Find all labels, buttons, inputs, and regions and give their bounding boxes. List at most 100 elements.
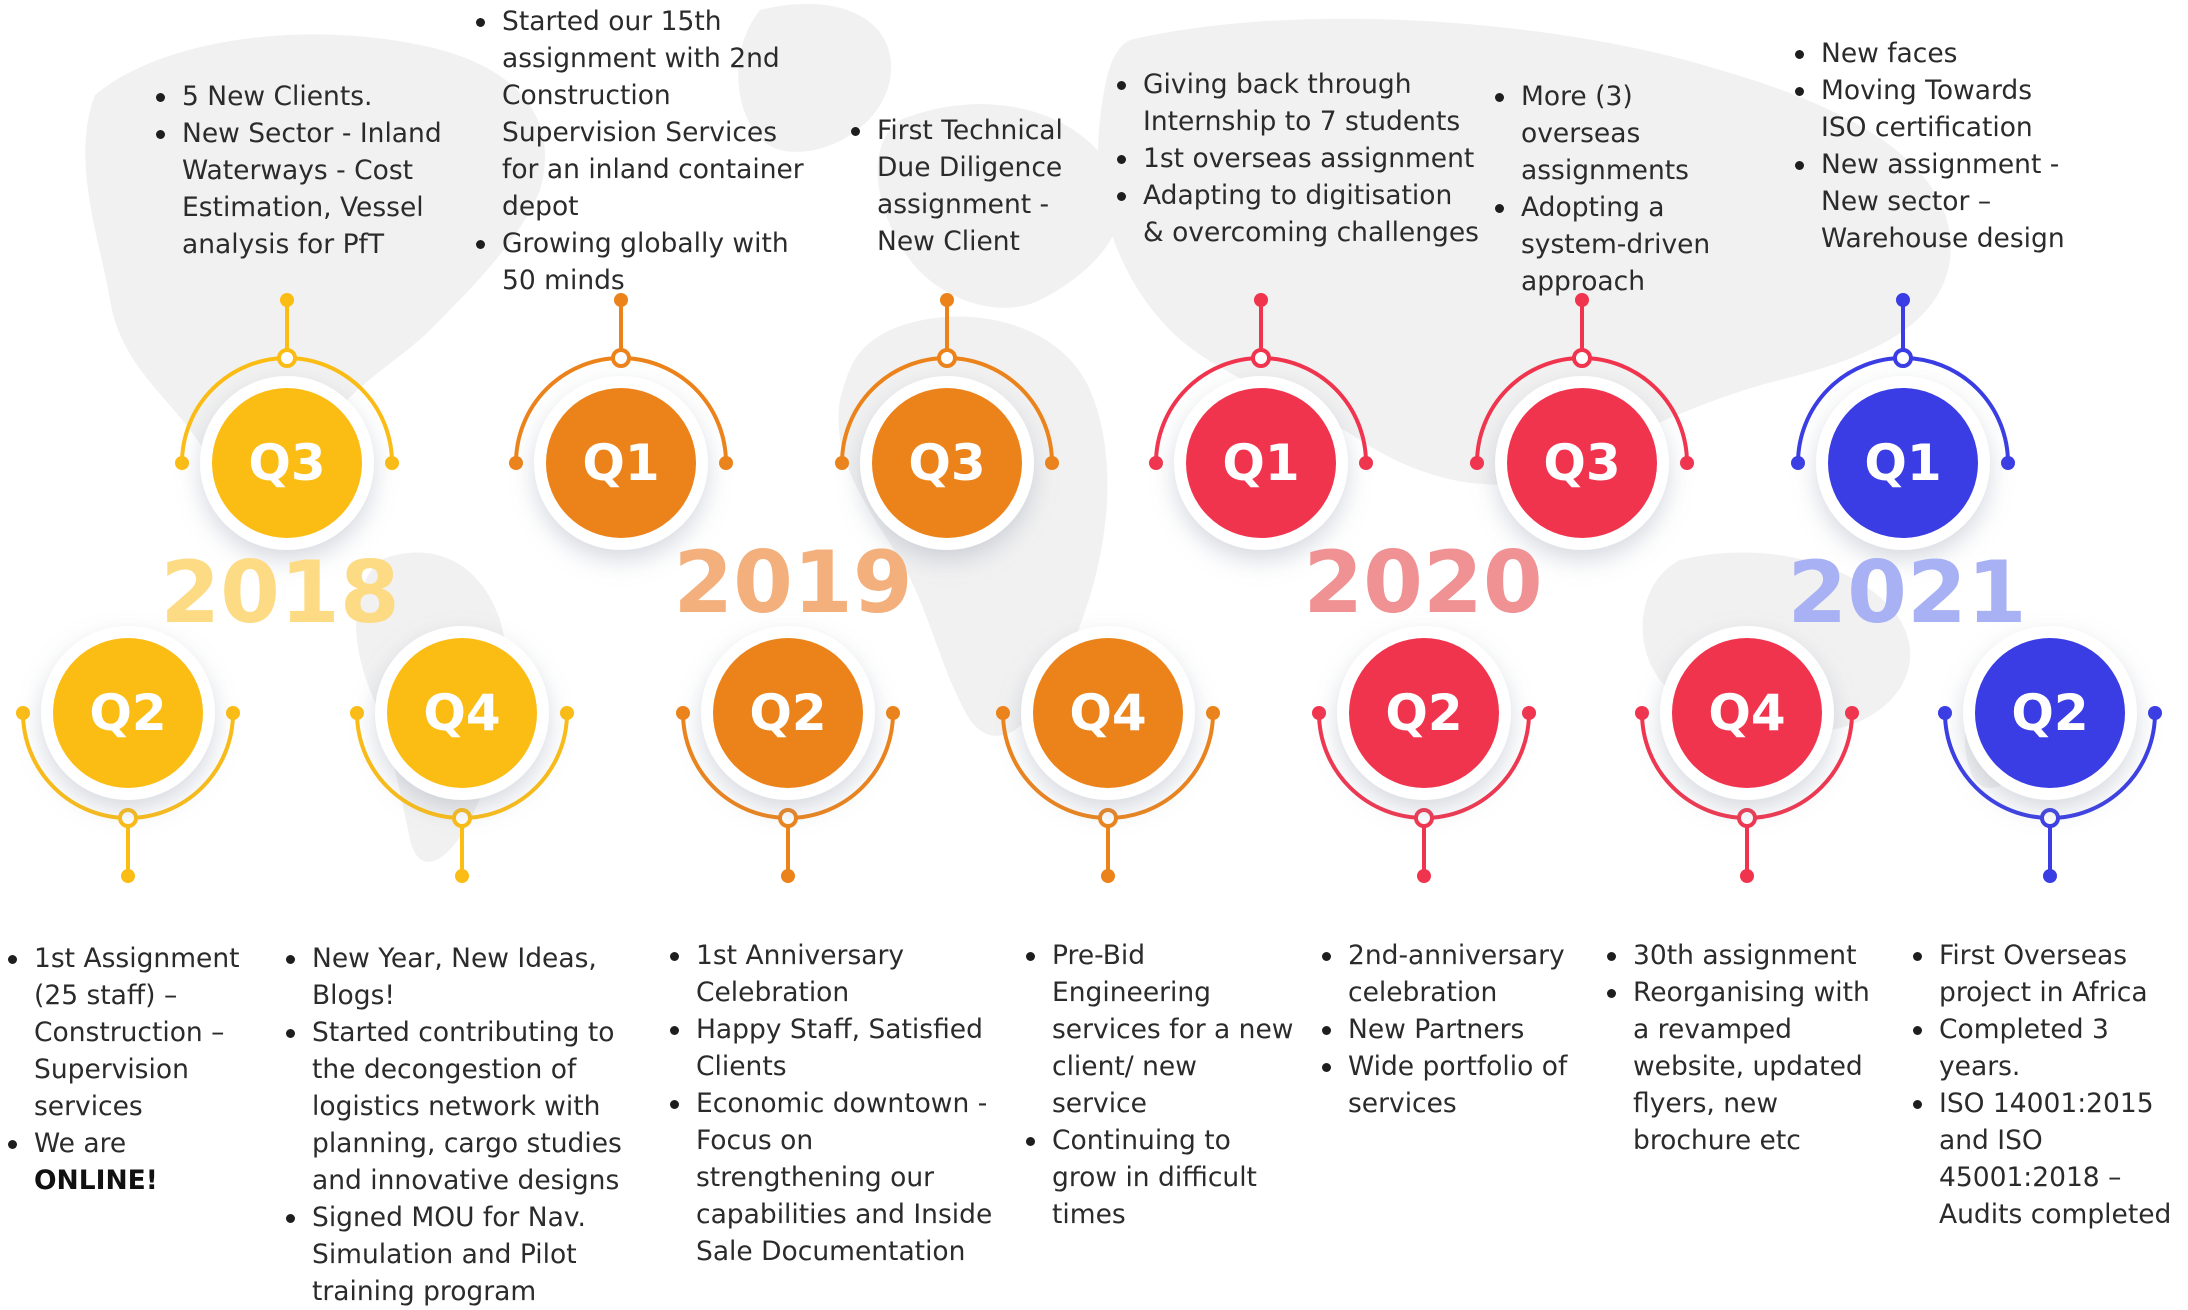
note-item: 30th assignment xyxy=(1601,937,1876,974)
note-item: ISO 14001:2015 and ISO 45001:2018 – Audi… xyxy=(1907,1085,2188,1233)
note-item: Happy Staff, Satisfied Clients xyxy=(664,1011,1004,1085)
note-q3-2018: 5 New Clients. New Sector - Inland Water… xyxy=(150,78,450,263)
stem-joint-dot xyxy=(611,348,631,368)
quarter-q4-2019 xyxy=(996,706,1220,883)
year-label-2019: 2019 xyxy=(673,533,912,633)
year-label-2020: 2020 xyxy=(1303,533,1542,633)
badge-fill xyxy=(387,638,537,788)
note-item: New Year, New Ideas, Blogs! xyxy=(280,940,665,1014)
stem-joint-dot xyxy=(452,808,472,828)
badge-fill xyxy=(1033,638,1183,788)
note-item: 1st Assignment (25 staff) – Construction… xyxy=(2,940,252,1125)
arc-end-dot xyxy=(886,706,900,720)
badge-fill xyxy=(1672,638,1822,788)
note-q2-2019: 1st Anniversary Celebration Happy Staff,… xyxy=(664,937,1004,1270)
quarter-label: Q3 xyxy=(248,434,325,492)
quarter-badge: Q2 xyxy=(1963,626,2137,800)
stem-tip-dot xyxy=(1417,869,1431,883)
stem-joint-dot xyxy=(1572,348,1592,368)
arc-end-dot xyxy=(1845,706,1859,720)
note-item: More (3) overseas assignments xyxy=(1489,78,1759,189)
quarter-label: Q4 xyxy=(1069,684,1146,742)
badge-fill xyxy=(1828,388,1978,538)
quarter-label: Q1 xyxy=(1864,434,1941,492)
quarter-badge: Q4 xyxy=(1660,626,1834,800)
quarter-q1-2020 xyxy=(1149,293,1373,470)
stem-joint-dot xyxy=(118,808,138,828)
note-text: We are xyxy=(34,1128,127,1159)
note-item: First Overseas project in Africa xyxy=(1907,937,2188,1011)
stem-tip-dot xyxy=(1896,293,1910,307)
stem-joint-dot xyxy=(937,348,957,368)
stem-tip-dot xyxy=(280,293,294,307)
quarter-badge: Q1 xyxy=(534,376,708,550)
quarter-label: Q2 xyxy=(749,684,826,742)
stem-tip-dot xyxy=(455,869,469,883)
note-q2-2021: First Overseas project in Africa Complet… xyxy=(1907,937,2188,1233)
quarter-label: Q1 xyxy=(582,434,659,492)
quarter-badge: Q1 xyxy=(1816,376,1990,550)
quarter-q2-2020 xyxy=(1312,706,1536,883)
arc-end-dot xyxy=(1149,456,1163,470)
stem-joint-dot xyxy=(1414,808,1434,828)
arc-end-dot xyxy=(2148,706,2162,720)
arc-end-dot xyxy=(719,456,733,470)
arc-end-dot xyxy=(2001,456,2015,470)
quarter-q4-2020 xyxy=(1635,706,1859,883)
quarter-q3-2018 xyxy=(175,293,399,470)
stem-tip-dot xyxy=(1254,293,1268,307)
note-q4-2019: Pre-Bid Engineering services for a new c… xyxy=(1020,937,1295,1233)
quarter-label: Q2 xyxy=(1385,684,1462,742)
arc-end-dot xyxy=(175,456,189,470)
arc-end-dot xyxy=(1938,706,1952,720)
quarter-badge: Q4 xyxy=(375,626,549,800)
note-q3-2020: More (3) overseas assignments Adopting a… xyxy=(1489,78,1759,300)
quarter-badge: Q4 xyxy=(1021,626,1195,800)
year-label-2018: 2018 xyxy=(160,543,399,643)
stem-joint-dot xyxy=(778,808,798,828)
badge-fill xyxy=(1349,638,1499,788)
arc-end-dot xyxy=(560,706,574,720)
note-q1-2021: New faces Moving Towards ISO certificati… xyxy=(1789,35,2079,257)
year-label-2021: 2021 xyxy=(1787,543,2026,643)
arc-end-dot xyxy=(16,706,30,720)
note-item: 5 New Clients. xyxy=(150,78,450,115)
arc-end-dot xyxy=(996,706,1010,720)
note-item: Growing globally with 50 minds xyxy=(470,225,810,299)
note-item: Signed MOU for Nav. Simulation and Pilot… xyxy=(280,1199,665,1310)
quarter-badge: Q3 xyxy=(860,376,1034,550)
note-q2-2018: 1st Assignment (25 staff) – Construction… xyxy=(2,940,252,1199)
note-q4-2020: 30th assignment Reorganising with a reva… xyxy=(1601,937,1876,1159)
stem-tip-dot xyxy=(1740,869,1754,883)
stem-tip-dot xyxy=(781,869,795,883)
note-item: We are ONLINE! xyxy=(2,1125,252,1199)
badge-fill xyxy=(212,388,362,538)
note-item: Continuing to grow in difficult times xyxy=(1020,1122,1295,1233)
arc-end-dot xyxy=(1045,456,1059,470)
quarter-label: Q4 xyxy=(1708,684,1785,742)
quarter-q2-2018 xyxy=(16,706,240,883)
quarter-badge: Q2 xyxy=(701,626,875,800)
note-item: 2nd-anniversary celebration xyxy=(1316,937,1586,1011)
badge-fill xyxy=(1975,638,2125,788)
note-item: 1st Anniversary Celebration xyxy=(664,937,1004,1011)
note-q4-2018: New Year, New Ideas, Blogs! Started cont… xyxy=(280,940,665,1310)
badge-fill xyxy=(53,638,203,788)
quarter-q2-2019 xyxy=(676,706,900,883)
quarter-badge: Q2 xyxy=(1337,626,1511,800)
arc-end-dot xyxy=(1470,456,1484,470)
note-item: Reorganising with a revamped website, up… xyxy=(1601,974,1876,1159)
badge-fill xyxy=(1186,388,1336,538)
stem-tip-dot xyxy=(121,869,135,883)
note-item: New Partners xyxy=(1316,1011,1586,1048)
quarter-q1-2019 xyxy=(509,293,733,470)
stem-tip-dot xyxy=(2043,869,2057,883)
stem-joint-dot xyxy=(2040,808,2060,828)
quarter-badge: Q3 xyxy=(1495,376,1669,550)
note-item: Started contributing to the decongestion… xyxy=(280,1014,665,1199)
arc-end-dot xyxy=(835,456,849,470)
note-bold-text: ONLINE! xyxy=(34,1165,158,1196)
quarter-label: Q3 xyxy=(908,434,985,492)
note-q2-2020: 2nd-anniversary celebration New Partners… xyxy=(1316,937,1586,1122)
